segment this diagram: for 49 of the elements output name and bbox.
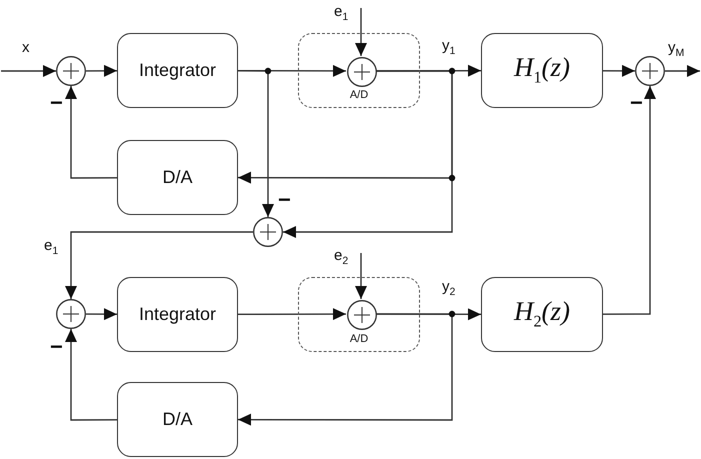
block-label: A/D <box>350 88 368 101</box>
summing-junction <box>56 299 86 329</box>
minus-sign: − <box>630 92 643 114</box>
signal-arrow <box>355 8 367 56</box>
signal-arrow <box>238 70 274 217</box>
signal-label: e$_{1}$ <box>44 238 58 256</box>
summing-junction <box>347 300 377 330</box>
signal-arrow <box>65 231 253 299</box>
minus-sign: − <box>50 336 63 358</box>
process-box <box>481 33 603 108</box>
signal-arrow <box>376 64 481 77</box>
signal-arrow <box>65 329 117 421</box>
summing-junction <box>56 56 86 86</box>
block-label: D/A <box>162 410 192 430</box>
block-label: H$_{2}$(z) <box>514 297 570 332</box>
signal-arrow <box>86 308 117 320</box>
block-label: H$_{1}$(z) <box>514 53 570 88</box>
signal-arrow <box>603 86 656 315</box>
process-box <box>117 382 238 457</box>
signal-label: e$_{2}$ <box>334 248 348 266</box>
signal-arrow <box>238 313 453 426</box>
process-box <box>117 140 238 215</box>
signal-label: y$_{M}$ <box>668 40 684 58</box>
signal-arrow <box>65 86 117 179</box>
signal-arrow <box>665 65 700 77</box>
signal-label: e$_{1}$ <box>334 4 348 22</box>
minus-sign: − <box>278 189 291 211</box>
signal-label: y$_{2}$ <box>442 279 456 298</box>
signal-arrow <box>86 64 117 77</box>
signal-arrow <box>238 308 346 320</box>
signal-arrow <box>283 70 453 238</box>
summing-junction <box>253 217 283 247</box>
summing-junction <box>347 57 377 87</box>
process-box <box>117 33 238 108</box>
process-box <box>481 277 603 352</box>
signal-arrow <box>603 64 635 77</box>
converter-box <box>298 33 420 108</box>
signal-label: x <box>22 40 30 55</box>
process-box <box>117 277 238 352</box>
block-label: Integrator <box>138 60 216 80</box>
block-label: D/A <box>162 168 192 188</box>
block-label: Integrator <box>138 304 216 324</box>
converter-box <box>298 277 420 352</box>
signal-label: y$_{1}$ <box>442 38 456 56</box>
minus-sign: − <box>50 92 63 114</box>
signal-arrow <box>1 65 56 77</box>
summing-junction <box>635 56 665 86</box>
signal-arrow <box>355 253 367 299</box>
block-label: A/D <box>350 332 368 345</box>
